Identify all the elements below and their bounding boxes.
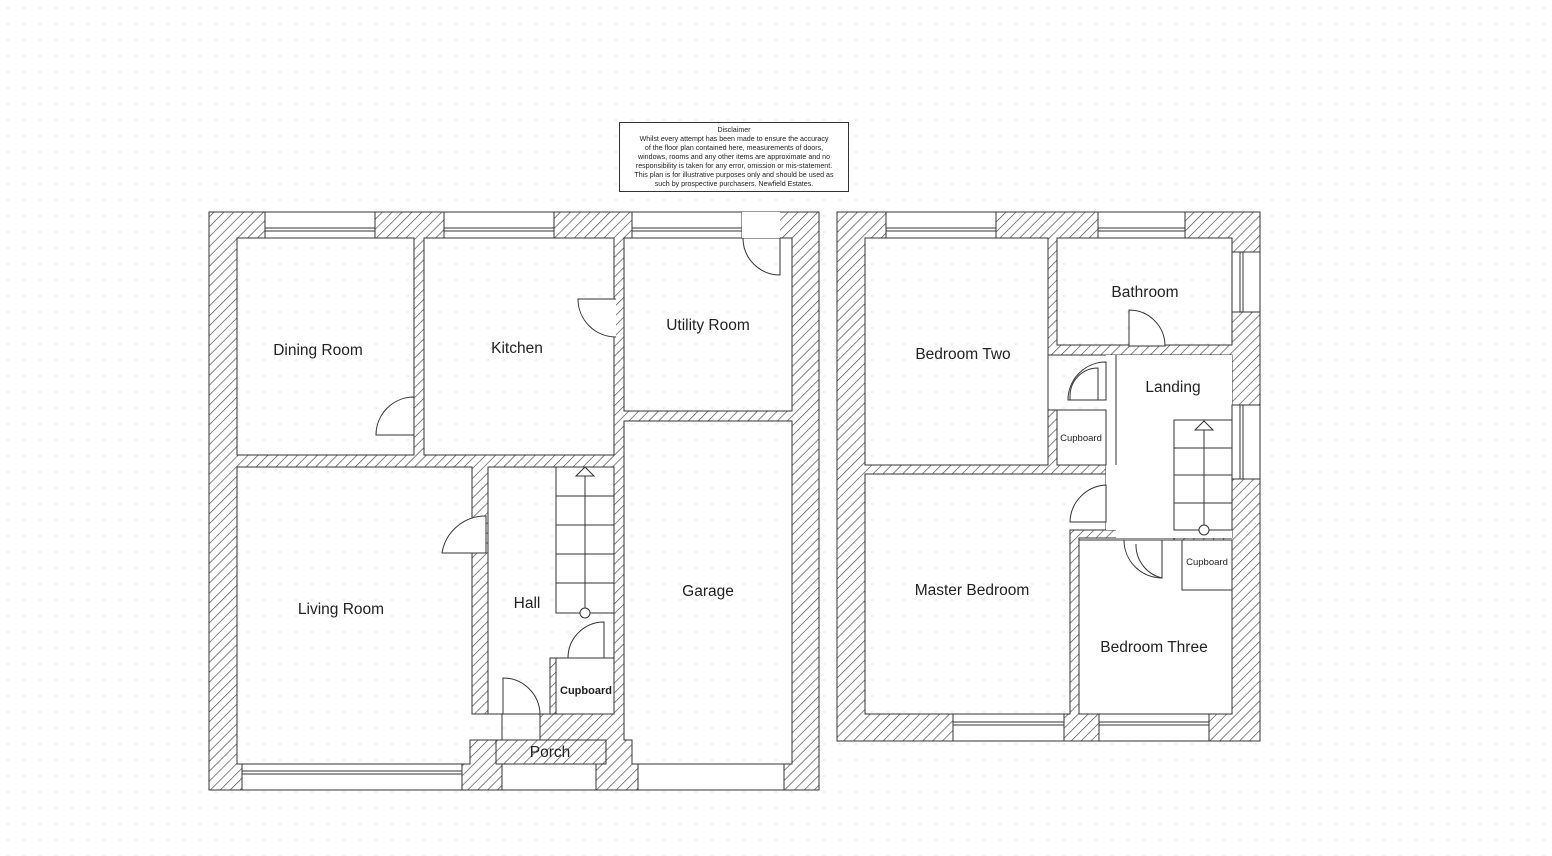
room-label-bedroom-three: Bedroom Three xyxy=(1100,639,1207,656)
window xyxy=(1098,713,1210,742)
room-label-kitchen: Kitchen xyxy=(491,340,543,357)
door-swing xyxy=(742,237,781,276)
window xyxy=(443,211,555,239)
window xyxy=(501,763,597,791)
door-swing xyxy=(1128,309,1166,347)
room-label-bathroom: Bathroom xyxy=(1111,284,1178,301)
door-swing xyxy=(441,515,487,554)
door-swing xyxy=(1069,367,1099,401)
staircase xyxy=(555,466,615,619)
window xyxy=(241,763,463,791)
window xyxy=(1097,211,1186,239)
door-swing xyxy=(375,396,415,436)
window xyxy=(885,211,997,239)
staircase xyxy=(1173,419,1233,536)
room-label-hall: Hall xyxy=(514,595,541,612)
room-label-cupboard-right: Cupboard xyxy=(1186,557,1228,568)
first-floor xyxy=(836,211,1261,742)
room-label-cupboard-left: Cupboard xyxy=(1060,433,1102,444)
room-label-garage: Garage xyxy=(682,583,734,600)
window xyxy=(631,211,743,239)
window xyxy=(952,713,1065,742)
room-label-master-bedroom: Master Bedroom xyxy=(915,582,1030,599)
room-label-porch: Porch xyxy=(530,744,571,761)
door-swing xyxy=(567,621,605,659)
ground-floor xyxy=(208,211,820,791)
door-swing xyxy=(1069,484,1107,523)
window xyxy=(1231,251,1261,313)
disclaimer-line: of the floor plan contained here, measur… xyxy=(644,144,824,152)
disclaimer-title: Disclaimer xyxy=(717,126,751,134)
room-label-dining: Dining Room xyxy=(273,342,363,359)
disclaimer-line: This plan is for illustrative purposes o… xyxy=(634,171,834,179)
door-swing xyxy=(502,677,541,715)
disclaimer-line: responsibility is taken for any error, o… xyxy=(635,162,833,170)
room-label-cupboard: Cupboard xyxy=(560,685,612,697)
disclaimer-box: Disclaimer Whilst every attempt has been… xyxy=(619,122,849,192)
window xyxy=(264,211,376,239)
door-swing xyxy=(1135,543,1163,579)
disclaimer-line: windows, rooms and any other items are a… xyxy=(637,153,831,161)
garage-door xyxy=(637,763,785,791)
window xyxy=(1231,404,1261,480)
room-label-living: Living Room xyxy=(298,601,384,618)
first-outer-wall xyxy=(836,211,1261,742)
room-label-landing: Landing xyxy=(1145,379,1200,396)
room-label-bedroom-two: Bedroom Two xyxy=(915,346,1010,363)
porch-front-wall xyxy=(495,739,607,765)
door-swing xyxy=(577,298,617,338)
room-label-utility: Utility Room xyxy=(666,317,750,334)
disclaimer-line: Whilst every attempt has been made to en… xyxy=(639,135,829,143)
disclaimer-line: such by prospective purchasers. Newfield… xyxy=(654,180,814,188)
